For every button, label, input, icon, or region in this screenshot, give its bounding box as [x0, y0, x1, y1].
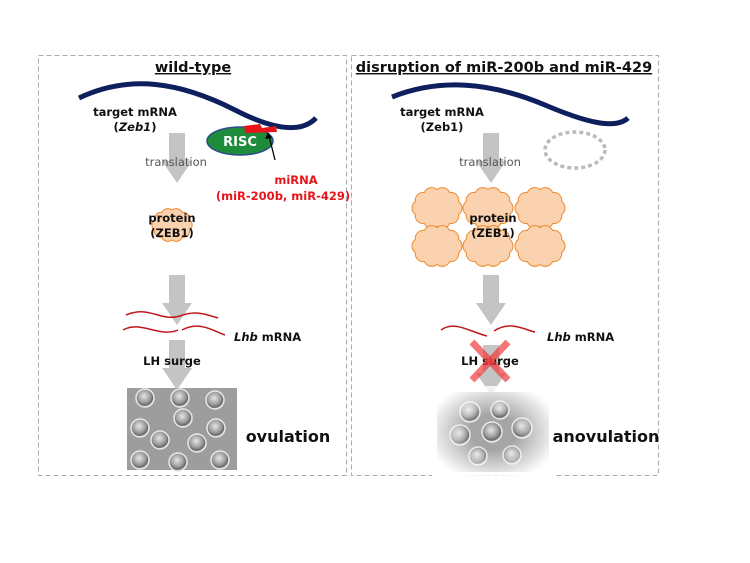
oocyte-cell [210, 450, 230, 470]
oocyte-cell [130, 418, 150, 438]
protein-cloud [411, 187, 463, 229]
expression-arrow [476, 275, 506, 325]
missing-risc-outline [543, 130, 607, 170]
oocyte-cell [173, 408, 193, 428]
gene-label: (Zeb1) [114, 120, 157, 134]
protein-cloud [411, 225, 463, 267]
target-mrna-strand [391, 82, 630, 127]
target-mrna-strand [77, 81, 318, 131]
cloud-lobe [473, 231, 503, 261]
protein-label: protein [469, 211, 516, 225]
oocyte-cell [206, 418, 226, 438]
cloud-lobe [525, 231, 555, 261]
risc-label: RISC [223, 135, 257, 150]
cloud-lobe [422, 193, 452, 223]
mirna-names: (miR-200b, miR-429) [216, 189, 350, 203]
oocyte-cell [168, 452, 188, 472]
lhb-mrna-label: Lhb mRNA [547, 330, 614, 344]
gene-label: (Zeb1) [421, 120, 464, 134]
oocyte-cell [205, 390, 225, 410]
protein-cloud [514, 187, 566, 229]
oocyte-cell [135, 388, 155, 408]
protein-cloud [462, 187, 514, 229]
outcome-label: ovulation [246, 427, 331, 446]
panel-title: wild-type [155, 60, 231, 76]
lhb-mrna-strand [122, 325, 226, 336]
oocyte-cell [187, 433, 207, 453]
protein-cloud [462, 225, 514, 267]
cloud-lobe [422, 231, 452, 261]
protein-cloud [514, 225, 566, 267]
disruption-panel: disruption of miR-200b and miR-429 targe… [351, 55, 660, 478]
protein-label: protein [148, 211, 195, 225]
translation-label: translation [145, 155, 207, 169]
lh-surge-label: LH surge [143, 354, 201, 368]
panel-border [38, 55, 347, 476]
mirna-label: miRNA [274, 173, 317, 187]
cloud-lobe [473, 193, 503, 223]
oocyte-cell [130, 450, 150, 470]
cloud-lobe [525, 193, 555, 223]
oocyte-micrograph [432, 386, 554, 478]
lhb-mrna-strand [125, 311, 219, 319]
target-mrna-label: target mRNA [93, 105, 177, 119]
protein-cloud [151, 208, 193, 242]
mirna-pointer-arrow [268, 135, 276, 161]
cloud-lobe [160, 213, 184, 237]
oocyte-cell [170, 388, 190, 408]
target-mrna-label: target mRNA [400, 105, 484, 119]
blocked-x-icon [469, 339, 511, 383]
oocyte-cell [150, 430, 170, 450]
protein-name: (ZEB1) [150, 226, 193, 240]
protein-name: (ZEB1) [471, 226, 514, 240]
mirna-strand [244, 124, 277, 133]
oocyte-micrograph [127, 388, 237, 472]
outcome-label: anovulation [553, 427, 660, 446]
panel-title: disruption of miR-200b and miR-429 [356, 60, 652, 76]
risc-complex [206, 126, 274, 156]
mirna-pointer-arrowhead [265, 132, 272, 139]
lhb-mrna-label: Lhb mRNA [234, 330, 301, 344]
translation-label: translation [459, 155, 521, 169]
lhb-mrna-strand [440, 325, 536, 337]
wild-type-panel: wild-type target mRNA (Zeb1) translation… [38, 55, 350, 476]
